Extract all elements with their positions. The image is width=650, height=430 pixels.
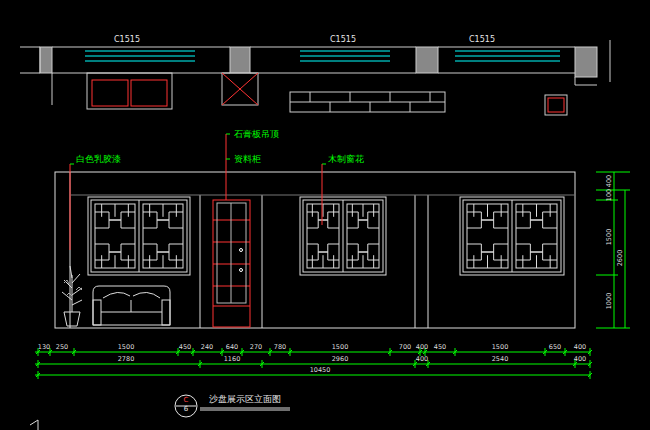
plant-symbol bbox=[62, 266, 82, 326]
material-note: 资料柜 bbox=[234, 155, 261, 164]
dimension-text: 100 bbox=[606, 189, 613, 201]
dimension-text: 2780 bbox=[118, 356, 135, 363]
plan-view bbox=[20, 40, 610, 115]
dimension-text: 2540 bbox=[492, 356, 509, 363]
dimension-text: 1500 bbox=[606, 229, 613, 246]
sofa-symbol bbox=[93, 286, 170, 325]
corner-mark bbox=[30, 420, 38, 430]
dimension-text: 640 bbox=[226, 344, 238, 351]
dimension-text: 2600 bbox=[617, 250, 624, 267]
callout-text: 6 bbox=[174, 404, 198, 413]
elevation-frame bbox=[55, 172, 575, 328]
title-underline bbox=[200, 410, 290, 411]
dimension-text: 1000 bbox=[606, 293, 613, 310]
dimension-text: 1500 bbox=[118, 344, 135, 351]
material-note: 木制窗花 bbox=[328, 155, 364, 164]
dimension-text: 650 bbox=[549, 344, 561, 351]
dimension-text: 1500 bbox=[492, 344, 509, 351]
dimension-text: 400 bbox=[416, 356, 428, 363]
drawing-title: 沙盘展示区立面图 bbox=[209, 395, 281, 404]
window-tag: C1515 bbox=[330, 36, 356, 44]
window-tag: C1515 bbox=[469, 36, 495, 44]
dimension-text: 270 bbox=[250, 344, 262, 351]
dimension-text: 240 bbox=[201, 344, 213, 351]
dimension-text: 400 bbox=[574, 356, 586, 363]
dimension-text: 1160 bbox=[224, 356, 241, 363]
callout-text: C bbox=[174, 394, 198, 404]
dimension-text: 250 bbox=[56, 344, 68, 351]
dimension-lines bbox=[35, 172, 630, 379]
dimension-text: 400 bbox=[416, 344, 428, 351]
material-note: 白色乳胶漆 bbox=[76, 155, 121, 164]
dimension-text: 1500 bbox=[332, 344, 349, 351]
window-tag: C1515 bbox=[114, 36, 140, 44]
dimension-text: 450 bbox=[179, 344, 191, 351]
dimension-text: 780 bbox=[274, 344, 286, 351]
dimension-text: 10450 bbox=[310, 367, 331, 374]
title-underline bbox=[200, 408, 290, 409]
dimension-text: 450 bbox=[434, 344, 446, 351]
leader-lines bbox=[70, 134, 326, 250]
dimension-text: 700 bbox=[399, 344, 411, 351]
callout-circle: C6 bbox=[174, 394, 198, 418]
material-note: 石膏板吊顶 bbox=[234, 130, 279, 139]
lattice-windows bbox=[88, 197, 564, 275]
dimension-text: 2960 bbox=[332, 356, 349, 363]
dimension-text: 400 bbox=[606, 175, 613, 187]
dimension-text: 130 bbox=[38, 344, 50, 351]
dimension-text: 400 bbox=[574, 344, 586, 351]
